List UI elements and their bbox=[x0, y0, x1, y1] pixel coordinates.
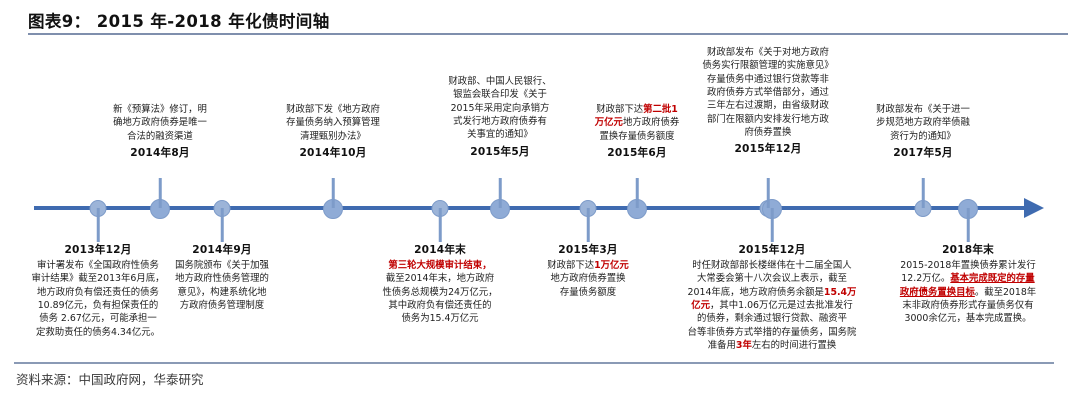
event-body-2015-05: 财政部、中国人民银行、 银监会联合印发《关于 2015年采用定向承销方 式发行地… bbox=[448, 76, 552, 141]
seg-highlight: 万亿元 bbox=[594, 117, 623, 129]
event-body-2015-12-below: 时任财政部部长楼继伟在十二届全国人 大常委会第十八次会议上表示，截至 2014年… bbox=[687, 260, 857, 352]
seg-plain: 2014年底，地方政府债务余额是 bbox=[687, 286, 824, 298]
stem-2015-12-above bbox=[766, 178, 770, 208]
event-body-2015-06: 财政部下达第二批1 万亿元地方政府债券 置换存量债务额度 bbox=[594, 104, 680, 142]
event-body-2013-12: 审计署发布《全国政府性债务 审计结果》截至2013年6月底， 地方政府负有偿还责… bbox=[31, 260, 165, 338]
event-body-2018-end: 2015-2018年置换债券累计发行 12.2万亿。基本完成既定的存量 政府债务… bbox=[899, 260, 1037, 325]
stem-2017-05 bbox=[921, 178, 925, 208]
event-body-2017-05: 财政部发布《关于进一 步规范地方政府举债融 资行为的通知》 bbox=[876, 104, 970, 142]
event-date-2014-end: 2014年末 bbox=[414, 244, 466, 256]
seg-highlight: 1万亿元 bbox=[594, 260, 629, 272]
seg-highlight: 亿元 bbox=[691, 300, 710, 312]
timeline-arrow-icon bbox=[1024, 198, 1044, 218]
seg-plain: 财政部下达 bbox=[596, 104, 644, 115]
stem-2015-06 bbox=[635, 178, 639, 208]
event-2015-03: 2015年3月 财政部下达1万亿元 地方政府债券置换 存量债务额度 bbox=[524, 243, 652, 299]
stem-2014-10 bbox=[331, 178, 335, 208]
event-body-2014-10: 财政部下发《地方政府 存量债务纳入预算管理 清理甄别办法》 bbox=[286, 104, 380, 142]
event-body-2014-09: 国务院颁布《关于加强 地方政府性债务管理的 意见》，构建系统化地 方政府债务管理… bbox=[175, 260, 269, 312]
stem-2014-09 bbox=[220, 208, 224, 242]
event-date-2015-03: 2015年3月 bbox=[558, 244, 618, 256]
event-date-2017-05: 2017年5月 bbox=[893, 147, 953, 160]
seg-plain: ，其中1.06万亿元是过去批准发行 bbox=[710, 300, 853, 312]
stem-2018-end bbox=[966, 208, 970, 242]
seg-highlight: 政府债务置换目标 bbox=[899, 286, 975, 298]
event-2015-12-above: 财政部发布《关于对地方政府 债务实行限额管理的实施意见》 存量债务中通过银行贷款… bbox=[684, 46, 852, 157]
stem-2015-12-below bbox=[770, 208, 774, 242]
seg-highlight: 15.4万 bbox=[823, 286, 857, 298]
seg-plain: 12.2万亿。 bbox=[901, 273, 951, 285]
seg-plain: 。截至2018年 bbox=[974, 286, 1037, 298]
event-2015-05: 财政部、中国人民银行、 银监会联合印发《关于 2015年采用定向承销方 式发行地… bbox=[432, 75, 568, 160]
event-2015-06: 财政部下达第二批1 万亿元地方政府债券 置换存量债务额度 2015年6月 bbox=[576, 103, 698, 161]
event-2018-end: 2018年末 2015-2018年置换债券累计发行 12.2万亿。基本完成既定的… bbox=[880, 243, 1056, 326]
event-2015-12-below: 2015年12月 时任财政部部长楼继伟在十二届全国人 大常委会第十八次会议上表示… bbox=[679, 243, 865, 352]
event-date-2015-12-above: 2015年12月 bbox=[734, 143, 802, 156]
event-date-2018-end: 2018年末 bbox=[942, 244, 994, 256]
seg-highlight: 基本完成既定的存量 bbox=[950, 273, 1035, 285]
event-2013-12: 2013年12月 审计署发布《全国政府性债务 审计结果》截至2013年6月底， … bbox=[22, 243, 174, 339]
event-date-2013-12: 2013年12月 bbox=[64, 244, 132, 256]
event-body-2014-end: 第三轮大规模审计结束， 截至2014年末，地方政府 性债务总规模为24万亿元， … bbox=[382, 260, 498, 325]
event-body-2015-12-above: 财政部发布《关于对地方政府 债务实行限额管理的实施意见》 存量债务中通过银行贷款… bbox=[702, 47, 834, 139]
event-2014-end: 2014年末 第三轮大规模审计结束， 截至2014年末，地方政府 性债务总规模为… bbox=[366, 243, 514, 326]
stem-2015-03 bbox=[586, 208, 590, 242]
stem-2013-12 bbox=[96, 208, 100, 242]
event-date-2014-08: 2014年8月 bbox=[130, 147, 190, 160]
seg-plain: 地方政府债券 bbox=[622, 117, 680, 129]
page-title: 图表9： 2015 年-2018 年化债时间轴 bbox=[28, 12, 330, 31]
event-2017-05: 财政部发布《关于进一 步规范地方政府举债融 资行为的通知》 2017年5月 bbox=[858, 103, 988, 161]
event-2014-10: 财政部下发《地方政府 存量债务纳入预算管理 清理甄别办法》 2014年10月 bbox=[268, 103, 398, 161]
event-2014-08: 新《预算法》修订，明 确地方政府债券是唯一 合法的融资渠道 2014年8月 bbox=[96, 103, 224, 161]
event-2014-09: 2014年9月 国务院颁布《关于加强 地方政府性债务管理的 意见》，构建系统化地… bbox=[155, 243, 289, 312]
footer-divider bbox=[14, 362, 1054, 364]
event-body-2014-08: 新《预算法》修订，明 确地方政府债券是唯一 合法的融资渠道 bbox=[113, 104, 207, 142]
seg-highlight: 第二批1 bbox=[643, 104, 678, 115]
event-body-2015-03: 财政部下达1万亿元 地方政府债券置换 存量债务额度 bbox=[547, 260, 629, 298]
seg-plain: 财政部下达 bbox=[547, 260, 595, 272]
seg-plain: ， bbox=[482, 260, 492, 272]
event-date-2014-09: 2014年9月 bbox=[192, 244, 252, 256]
event-date-2014-10: 2014年10月 bbox=[299, 147, 367, 160]
seg-highlight: 第三轮大规模审计结束 bbox=[388, 260, 483, 272]
event-date-2015-05: 2015年5月 bbox=[470, 145, 530, 158]
event-date-2015-06: 2015年6月 bbox=[607, 147, 667, 160]
seg-plain: 准备用 bbox=[707, 340, 736, 352]
stem-2014-08 bbox=[158, 178, 162, 208]
seg-highlight: 3年 bbox=[735, 340, 752, 352]
event-date-2015-12-below: 2015年12月 bbox=[738, 244, 806, 256]
timeline-axis bbox=[34, 206, 1034, 210]
source-label: 资料来源：中国政府网，华泰研究 bbox=[16, 372, 204, 387]
figure-title-bar: 图表9： 2015 年-2018 年化债时间轴 bbox=[14, 8, 1068, 38]
stem-2014-end bbox=[438, 208, 442, 242]
title-divider bbox=[28, 33, 1068, 35]
seg-plain: 左右的时间进行置换 bbox=[751, 340, 837, 352]
stem-2015-05 bbox=[498, 178, 502, 208]
